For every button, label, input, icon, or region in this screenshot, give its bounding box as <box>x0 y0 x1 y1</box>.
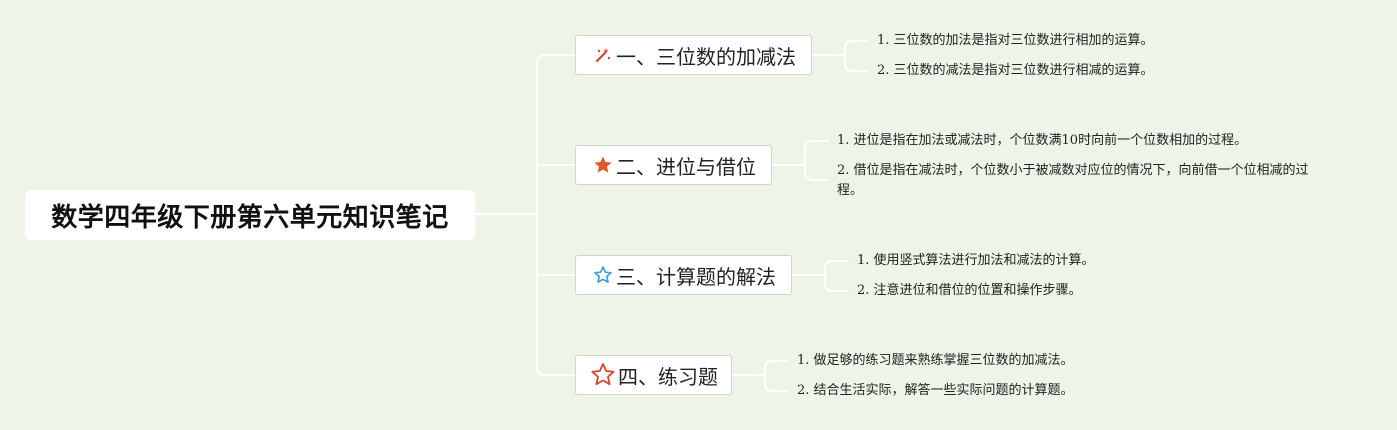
star-filled-icon <box>592 154 614 176</box>
leaf-text: 2. 三位数的减法是指对三位数进行相减的运算。 <box>877 63 1154 78</box>
leaf-text: 2. 注意进位和借位的位置和操作步骤。 <box>857 283 1082 298</box>
root-title: 数学四年级下册第六单元知识笔记 <box>51 202 449 233</box>
leaf-text: 2. 结合生活实际，解答一些实际问题的计算题。 <box>797 383 1074 398</box>
branch-label: 四、练习题 <box>618 364 718 389</box>
branch-topic-addition-subtraction[interactable]: 一、三位数的加减法 <box>575 35 812 75</box>
branch-topic-exercises[interactable]: 四、练习题 <box>575 355 732 395</box>
branch-label: 二、进位与借位 <box>616 154 756 179</box>
magic-wand-icon <box>592 44 614 66</box>
branch-label: 三、计算题的解法 <box>616 264 776 289</box>
leaf-text: 2. 借位是指在减法时，个位数小于被减数对应位的情况下，向前借一个位相减的过程。 <box>837 163 1309 198</box>
leaf-text: 1. 三位数的加法是指对三位数进行相加的运算。 <box>877 33 1154 48</box>
branch-label: 一、三位数的加减法 <box>616 44 796 69</box>
leaf-text: 1. 做足够的练习题来熟练掌握三位数的加减法。 <box>797 353 1074 368</box>
leaf-text: 1. 进位是指在加法或减法时，个位数满10时向前一个位数相加的过程。 <box>837 133 1248 148</box>
star-outline-blue-icon <box>592 264 614 286</box>
leaf-text: 1. 使用竖式算法进行加法和减法的计算。 <box>857 253 1095 268</box>
branch-topic-calculation-methods[interactable]: 三、计算题的解法 <box>575 255 792 295</box>
branch-topic-carry-borrow[interactable]: 二、进位与借位 <box>575 145 772 185</box>
star-outline-red-icon <box>590 362 616 388</box>
root-topic[interactable]: 数学四年级下册第六单元知识笔记 <box>25 190 475 240</box>
